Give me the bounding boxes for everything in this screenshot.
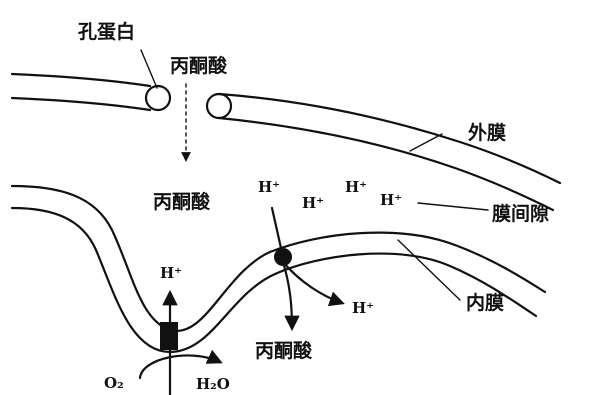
proton-label-out: H⁺ [352,299,374,317]
porin-right-circle [205,92,233,120]
outer-membrane-leader-line [409,133,443,152]
proton-label-up: H⁺ [160,264,182,282]
porin-leader-line [140,49,158,89]
water-label: H₂O [196,375,230,393]
porin-label: 孔蛋白 [78,20,135,43]
outer-membrane-left [10,72,152,112]
proton-label-1: H⁺ [258,178,280,196]
pyruvate-out-arrow [281,260,300,332]
proton-out-arrow [281,260,345,307]
porin-left-circle [144,84,172,112]
intermembrane-leader-line [417,202,489,211]
pyruvate-bottom-label: 丙酮酸 [255,339,313,362]
proton-into-carrier-line [270,206,285,259]
proton-label-4: H⁺ [380,191,402,209]
inner-membrane-label: 内膜 [466,291,504,314]
oxygen-to-water-arrow [138,349,223,380]
pyruvate-top-label: 丙酮酸 [170,54,228,77]
proton-label-3: H⁺ [345,178,367,196]
pyruvate-mid-label: 丙酮酸 [153,190,211,213]
outer-membrane-right [217,92,562,212]
inner-membrane-leader-line [397,239,461,301]
outer-membrane-label: 外膜 [468,121,506,144]
proton-label-2: H⁺ [302,194,324,212]
oxygen-label: O₂ [104,374,124,392]
inner-membrane [10,184,547,354]
intermembrane-space-label: 膜间隙 [491,202,549,225]
atp-synthase-block [160,322,178,350]
